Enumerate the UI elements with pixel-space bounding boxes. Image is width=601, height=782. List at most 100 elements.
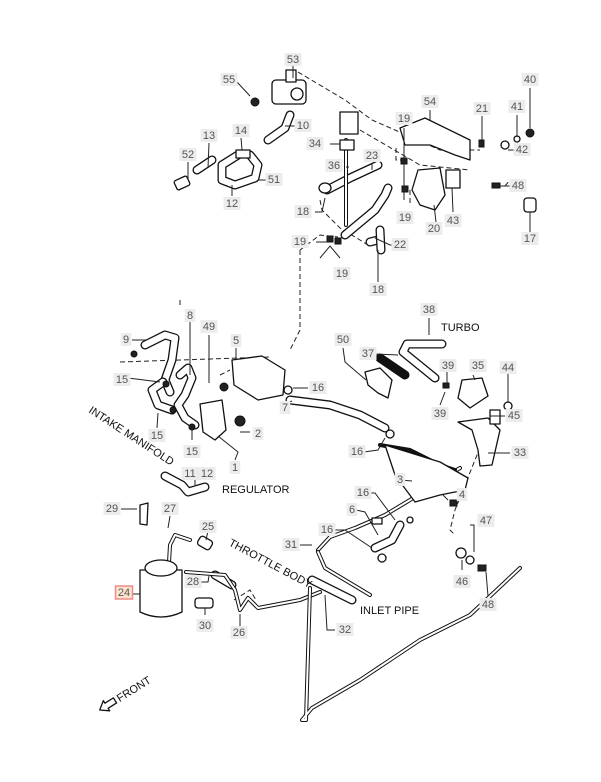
callout-5: 5 xyxy=(230,334,242,347)
callout-number: 41 xyxy=(511,101,523,113)
callout-background xyxy=(336,623,354,636)
callout-55: 55 xyxy=(220,73,238,86)
callout-8: 8 xyxy=(184,309,196,322)
callout-number: 47 xyxy=(480,515,492,527)
callout-48: 48 xyxy=(479,598,497,611)
caption-inlet-pipe: INLET PIPE xyxy=(360,605,419,617)
part-48-bolt-lower xyxy=(477,564,487,572)
callout-number: 15 xyxy=(116,374,128,386)
callout-14: 14 xyxy=(232,124,250,137)
pipes xyxy=(166,138,522,722)
components xyxy=(130,69,537,618)
callout-43: 43 xyxy=(444,214,462,227)
callout-number: 27 xyxy=(164,503,176,515)
callout-42: 42 xyxy=(513,143,531,156)
callout-40: 40 xyxy=(521,73,539,86)
part-44-bolt xyxy=(503,401,513,411)
part-30-valve xyxy=(194,597,214,609)
callout-background xyxy=(220,73,238,86)
callout-number: 51 xyxy=(268,174,280,186)
callout-number: 53 xyxy=(287,54,299,66)
callout-background xyxy=(513,143,531,156)
callout-background xyxy=(306,137,324,150)
callout-number: 19 xyxy=(399,212,411,224)
callout-background xyxy=(183,445,201,458)
callout-16: 16 xyxy=(318,523,336,536)
callout-number: 9 xyxy=(123,334,129,346)
callout-background xyxy=(291,235,309,248)
callout-44: 44 xyxy=(499,361,517,374)
callout-number: 19 xyxy=(398,113,410,125)
callout-number: 15 xyxy=(151,430,163,442)
callout-background xyxy=(456,488,468,501)
callout-number: 25 xyxy=(202,521,214,533)
callout-19: 19 xyxy=(396,211,414,224)
upper-valve xyxy=(339,111,359,135)
callout-2: 2 xyxy=(252,427,264,440)
callout-number: 17 xyxy=(524,233,536,245)
part-49-bolt xyxy=(219,382,229,392)
callout-20: 20 xyxy=(425,222,443,235)
callout-number: 21 xyxy=(476,103,488,115)
callout-background xyxy=(229,461,241,474)
callout-background xyxy=(181,467,199,480)
callout-number: 20 xyxy=(428,223,440,235)
callout-number: 30 xyxy=(199,620,211,632)
callout-background xyxy=(179,148,197,161)
callout-number: 7 xyxy=(282,402,288,414)
callout-number: 49 xyxy=(203,321,215,333)
callout-36: 36 xyxy=(325,159,343,172)
part-33-bracket xyxy=(457,417,501,467)
callout-15: 15 xyxy=(148,429,166,442)
part-2-nut xyxy=(234,415,246,427)
callout-24: 24 xyxy=(114,585,134,600)
callout-3: 3 xyxy=(394,473,406,486)
callout-12: 12 xyxy=(198,467,216,480)
callout-50: 50 xyxy=(334,333,352,346)
part-5-valve-body xyxy=(231,355,286,401)
callout-6: 6 xyxy=(346,503,358,516)
callout-number: 19 xyxy=(336,268,348,280)
callout-background xyxy=(318,523,336,536)
callout-number: 29 xyxy=(106,503,118,515)
callout-background xyxy=(161,502,179,515)
callout-number: 44 xyxy=(502,362,514,374)
part-4-bolt xyxy=(449,499,458,507)
callout-19: 19 xyxy=(333,267,351,280)
callout-background xyxy=(505,409,523,422)
callout-21: 21 xyxy=(473,102,491,115)
part-20-solenoid xyxy=(411,167,446,211)
part-47-washer xyxy=(465,555,475,565)
callout-background xyxy=(509,179,527,192)
callout-41: 41 xyxy=(508,100,526,113)
callout-number: 8 xyxy=(187,310,193,322)
part-46-cap xyxy=(455,547,467,559)
callout-background xyxy=(120,333,132,346)
caption-regulator: REGULATOR xyxy=(222,484,289,496)
callout-34: 34 xyxy=(306,137,324,150)
callout-background xyxy=(521,73,539,86)
callout-background xyxy=(354,486,372,499)
caption-front: FRONT xyxy=(115,674,154,704)
callout-number: 24 xyxy=(118,587,130,599)
callout-12: 12 xyxy=(223,197,241,210)
part-16-clips xyxy=(283,385,414,563)
callout-background xyxy=(113,373,131,386)
callout-number: 28 xyxy=(187,576,199,588)
callout-number: 11 xyxy=(184,468,195,480)
callout-background xyxy=(230,626,248,639)
callout-10: 10 xyxy=(294,119,312,132)
callout-background xyxy=(282,538,300,551)
callout-26: 26 xyxy=(230,626,248,639)
callout-number: 35 xyxy=(472,360,484,372)
callout-background xyxy=(508,100,526,113)
callout-29: 29 xyxy=(103,502,121,515)
callout-16: 16 xyxy=(354,486,372,499)
callout-background xyxy=(279,401,291,414)
callout-number: 54 xyxy=(424,96,436,108)
callout-11: 11 xyxy=(181,467,199,480)
callout-number: 39 xyxy=(434,408,446,420)
callout-54: 54 xyxy=(421,95,439,108)
callout-background xyxy=(453,575,471,588)
